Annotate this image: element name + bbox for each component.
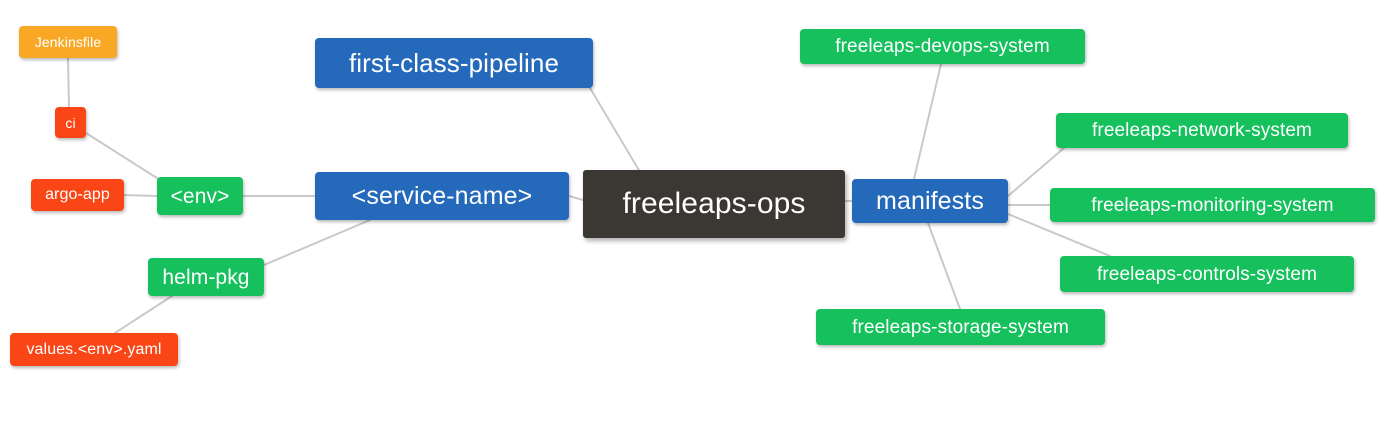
node-first-class-pipeline[interactable]: first-class-pipeline	[315, 38, 593, 88]
edge-env-to-ci	[85, 132, 161, 181]
node-helm-pkg[interactable]: helm-pkg	[148, 258, 264, 296]
edge-ci-to-jenkinsfile	[67, 57, 70, 108]
node-freeleaps-ops[interactable]: freeleaps-ops	[583, 170, 845, 238]
node-env[interactable]: <env>	[157, 177, 243, 215]
node-argo-app[interactable]: argo-app	[31, 179, 124, 211]
edge-service-name-to-freeleaps-ops	[568, 195, 584, 201]
node-jenkinsfile[interactable]: Jenkinsfile	[19, 26, 117, 58]
node-freeleaps-controls-system[interactable]: freeleaps-controls-system	[1060, 256, 1354, 292]
edge-manifests-to-freeleaps-storage-system	[927, 222, 961, 310]
node-service-name[interactable]: <service-name>	[315, 172, 569, 220]
edge-first-class-pipeline-to-freeleaps-ops	[589, 87, 641, 173]
node-freeleaps-monitoring-system[interactable]: freeleaps-monitoring-system	[1050, 188, 1375, 222]
node-freeleaps-devops-system[interactable]: freeleaps-devops-system	[800, 29, 1085, 64]
node-manifests[interactable]: manifests	[852, 179, 1008, 223]
edge-manifests-to-freeleaps-devops-system	[913, 63, 942, 180]
node-freeleaps-storage-system[interactable]: freeleaps-storage-system	[816, 309, 1105, 345]
edge-env-to-argo-app	[123, 194, 158, 197]
edge-helm-pkg-to-values-yaml	[114, 295, 173, 334]
node-freeleaps-network-system[interactable]: freeleaps-network-system	[1056, 113, 1348, 148]
edge-service-name-to-helm-pkg	[263, 219, 371, 266]
node-ci[interactable]: ci	[55, 107, 86, 138]
node-values-yaml[interactable]: values.<env>.yaml	[10, 333, 178, 366]
